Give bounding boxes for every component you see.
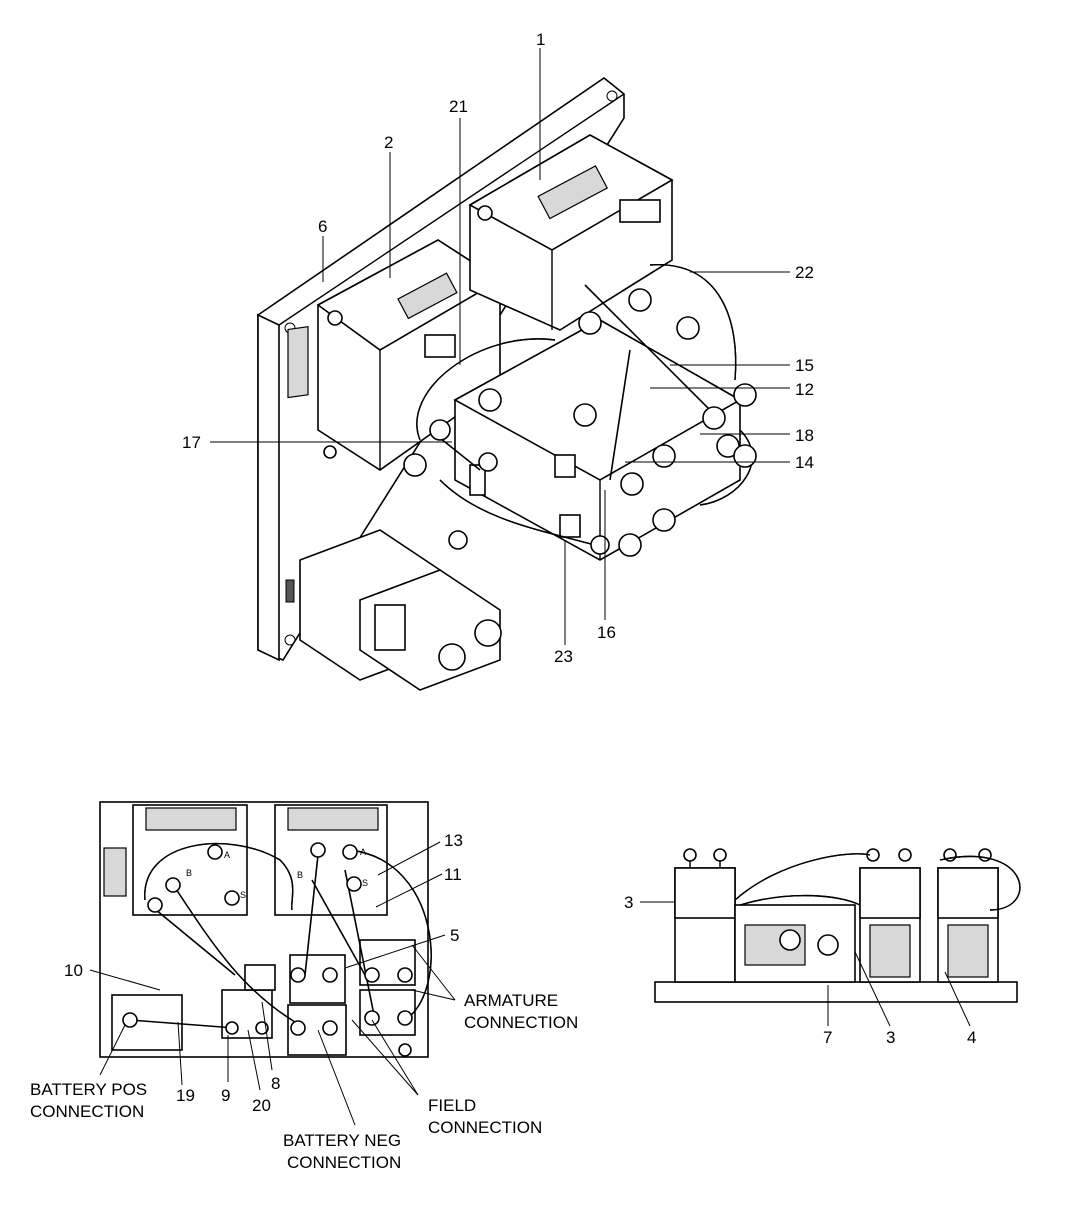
callout-2: 2 [384, 133, 393, 152]
callout-22: 22 [795, 263, 814, 282]
callout-16: 16 [597, 623, 616, 642]
callout-17: 17 [182, 433, 201, 452]
field-label-line2: CONNECTION [428, 1118, 542, 1137]
battery-pos-label-line1: BATTERY POS [30, 1080, 147, 1099]
terminal-mark-a1: A [224, 850, 230, 860]
callout-1: 1 [536, 30, 545, 49]
armature-label-line1: ARMATURE [464, 991, 558, 1010]
callout-19: 19 [176, 1086, 195, 1105]
controller-1 [468, 134, 674, 331]
callout-20: 20 [252, 1096, 271, 1115]
callout-3-left: 3 [624, 893, 633, 912]
callout-6: 6 [318, 217, 327, 236]
terminal-mark-a2: A [360, 847, 366, 857]
callout-9: 9 [221, 1086, 230, 1105]
battery-pos-label-line2: CONNECTION [30, 1102, 144, 1121]
callout-4: 4 [967, 1028, 976, 1047]
callout-7: 7 [823, 1028, 832, 1047]
callout-3-right: 3 [886, 1028, 895, 1047]
field-label-line1: FIELD [428, 1096, 476, 1115]
callout-8: 8 [271, 1074, 280, 1093]
leader-lines-plan [89, 841, 456, 1126]
terminal-nuts [403, 288, 757, 557]
terminal-mark-b2: B [297, 870, 303, 880]
contactor-small [299, 529, 502, 691]
battery-neg-label-line2: CONNECTION [287, 1153, 401, 1172]
callout-13: 13 [444, 831, 463, 850]
callout-18: 18 [795, 426, 814, 445]
callout-15: 15 [795, 356, 814, 375]
callout-5: 5 [450, 926, 459, 945]
armature-label-line2: CONNECTION [464, 1013, 578, 1032]
terminal-mark-s2: S [362, 878, 368, 888]
callout-11: 11 [444, 865, 462, 884]
callout-23: 23 [554, 647, 573, 666]
cables [416, 264, 753, 546]
side-view: 3 7 3 4 [624, 848, 1021, 1047]
callout-10: 10 [64, 961, 83, 980]
leader-lines-side [640, 901, 971, 1027]
leader-lines-top [210, 48, 790, 645]
battery-neg-label-line1: BATTERY NEG [283, 1131, 401, 1150]
terminal-mark-b1: B [186, 868, 192, 878]
callout-21: 21 [449, 97, 468, 116]
callout-12: 12 [795, 380, 814, 399]
isometric-assembly-view: 1 2 6 21 22 15 12 18 14 17 16 23 [182, 30, 814, 691]
plan-view: A B S A B S 13 11 5 10 19 9 20 8 [30, 801, 578, 1172]
terminal-mark-s1: S [240, 890, 246, 900]
callout-14: 14 [795, 453, 814, 472]
